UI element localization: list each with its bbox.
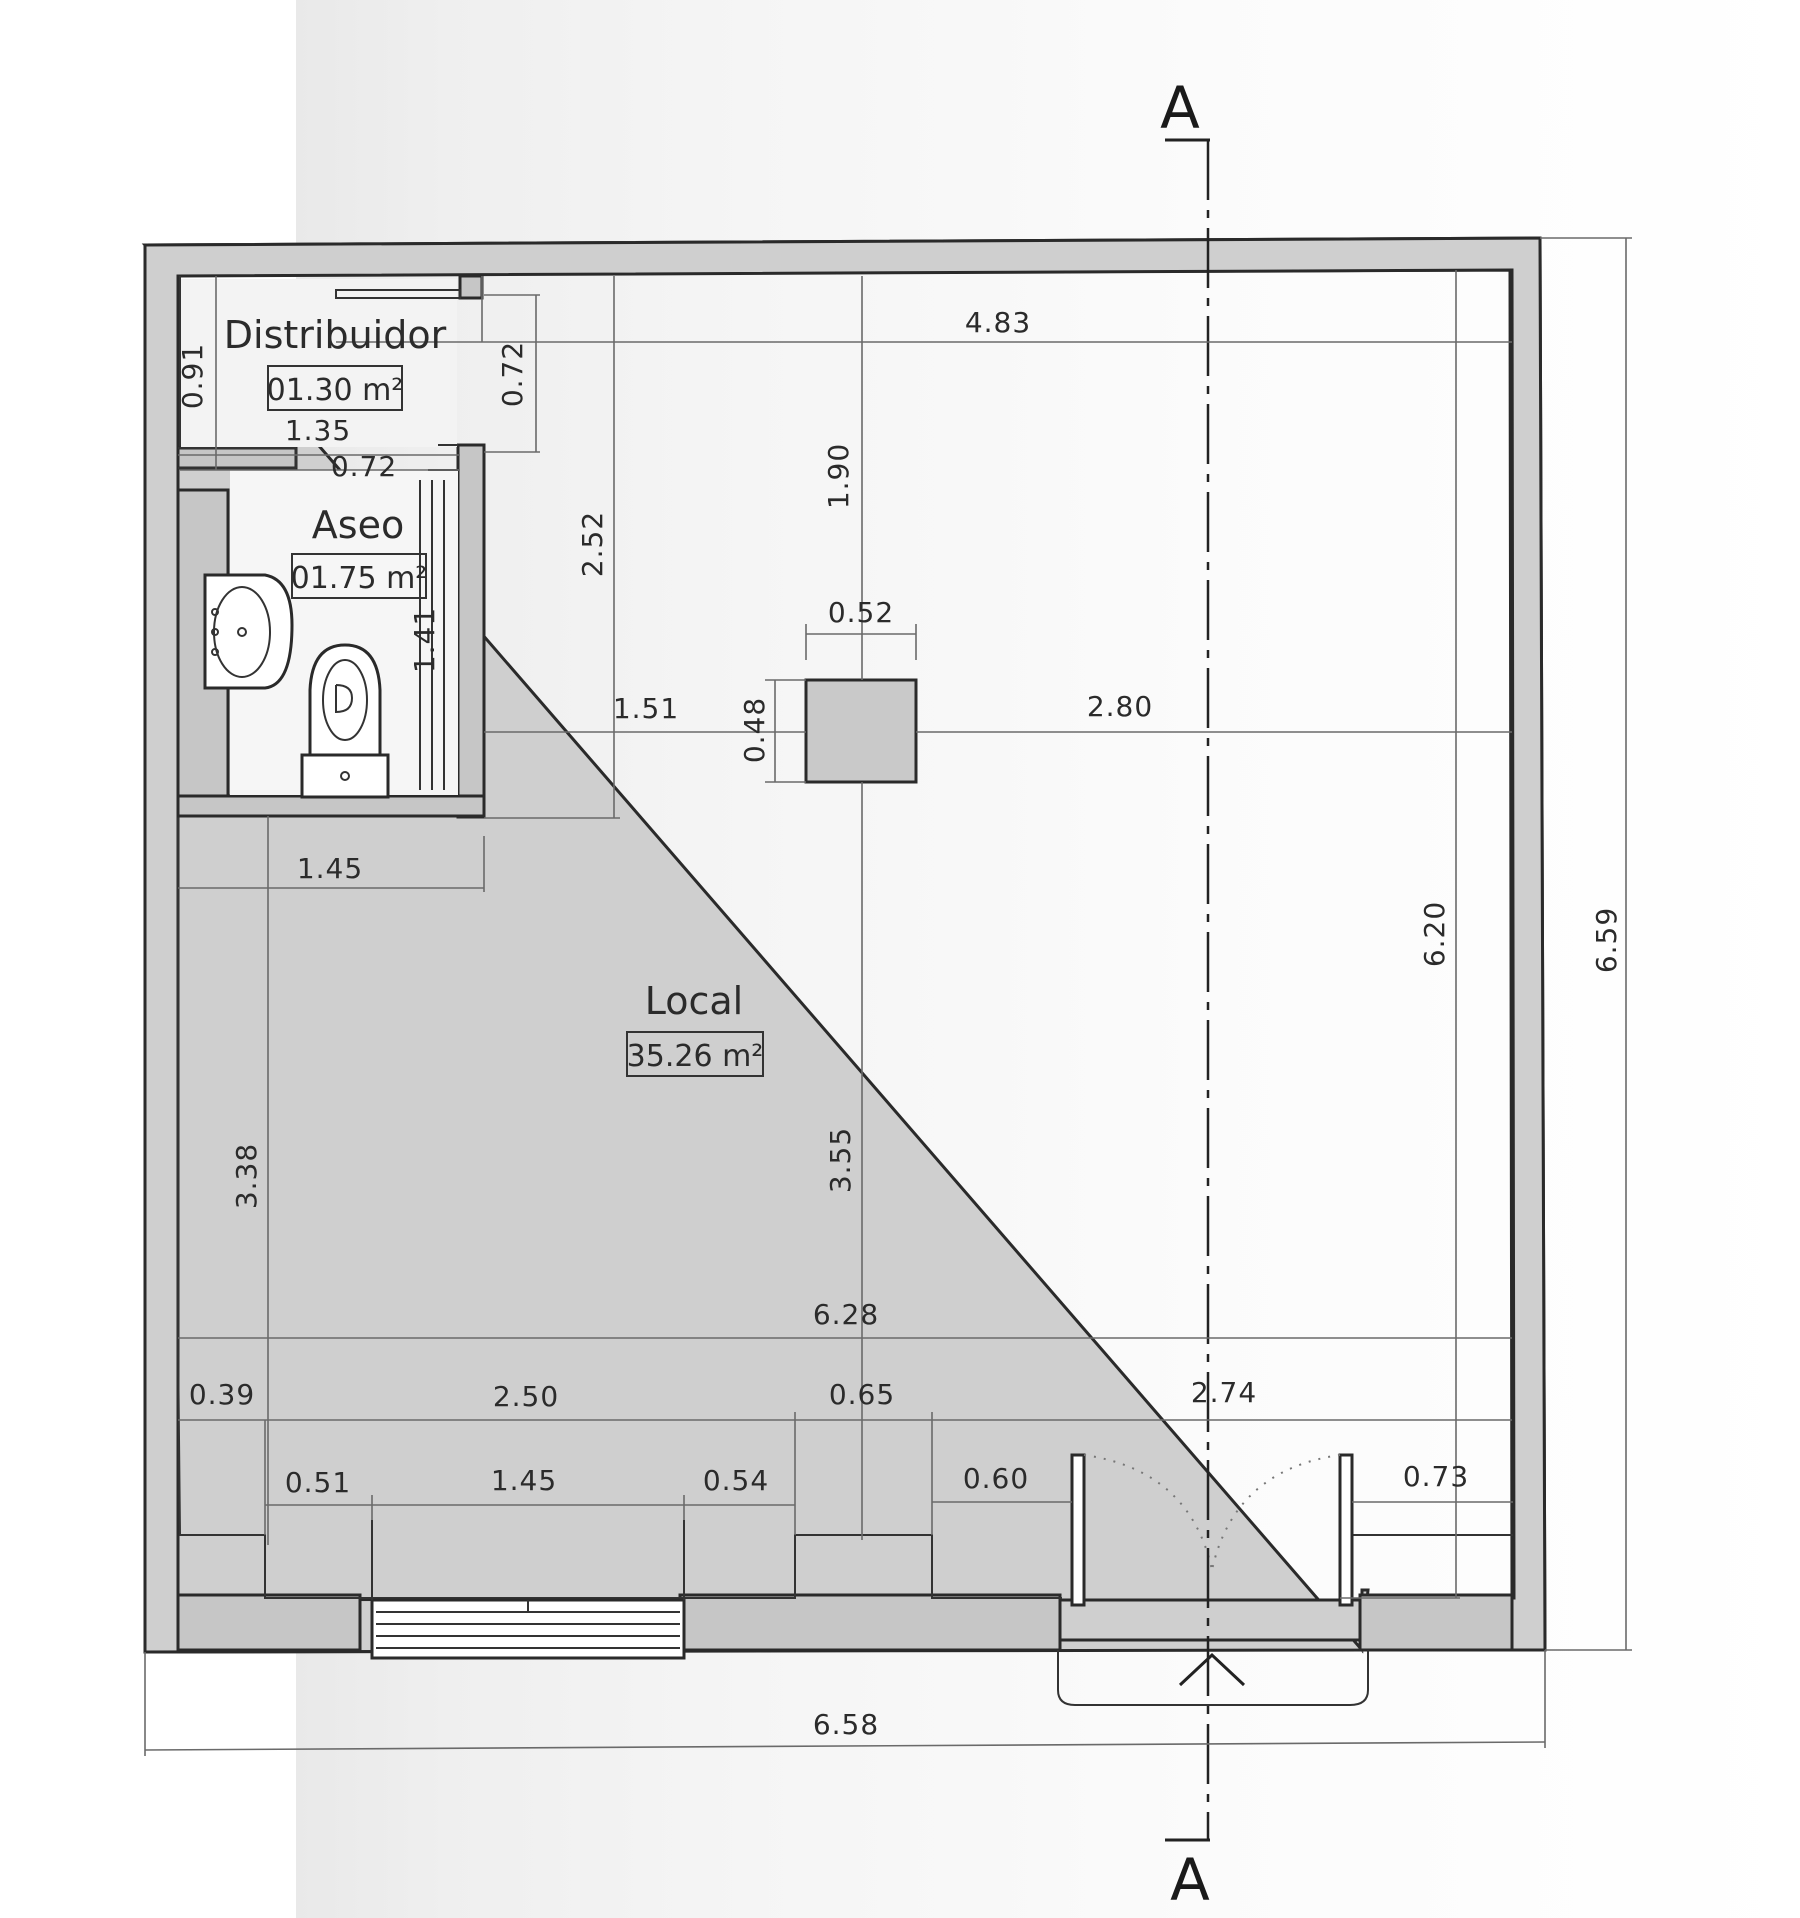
area-box-aseo	[291, 553, 427, 599]
dim-window-width: 1.45	[491, 1464, 557, 1497]
dim-inner-height: 6.20	[1418, 901, 1451, 967]
facade-wall-mid	[678, 1593, 1062, 1652]
dim-door-bay: 2.74	[1191, 1376, 1257, 1409]
door-jamb	[178, 447, 297, 469]
dim-left-height: 3.38	[230, 1143, 263, 1209]
dim-sill-left: 0.51	[285, 1466, 351, 1499]
dim-aseo-height: 1.41	[408, 607, 441, 673]
dimension-lines	[144, 237, 1632, 1756]
door-stop	[428, 444, 458, 471]
room-area-distribuidor: 01.30 m²	[267, 373, 404, 408]
section-label-bottom: A	[1170, 1846, 1210, 1914]
distribuidor-floor	[181, 279, 457, 447]
dim-door-depth: 0.72	[496, 341, 529, 407]
column	[804, 678, 918, 784]
dim-left-pier: 0.39	[189, 1378, 255, 1411]
section-label-top: A	[1160, 74, 1200, 142]
room-name-distribuidor: Distribuidor	[224, 313, 447, 357]
dim-column-right: 2.80	[1087, 690, 1153, 723]
toilet	[300, 643, 390, 799]
dim-top-width: 4.83	[965, 306, 1031, 339]
dim-inner-width: 6.28	[813, 1298, 879, 1331]
dim-column-top: 1.90	[822, 443, 855, 509]
washbasin	[203, 573, 294, 690]
dim-door-right-pier: 0.73	[1403, 1460, 1469, 1493]
dim-door-gap: 0.65	[829, 1378, 895, 1411]
distribuidor-bottom-wall	[176, 446, 298, 470]
section-line	[1165, 138, 1246, 1842]
entrance-door	[1057, 1453, 1369, 1706]
facade-wall-left	[176, 1593, 362, 1652]
dim-distribuidor-width: 1.35	[285, 414, 351, 447]
area-box-local	[626, 1031, 764, 1077]
dim-door-left-pier: 0.60	[963, 1462, 1029, 1495]
room-area-local: 35.26 m²	[627, 1039, 764, 1074]
dim-outer-height: 6.59	[1590, 907, 1623, 973]
room-name-aseo: Aseo	[312, 503, 404, 547]
facade-wall-right	[1358, 1593, 1514, 1652]
window	[370, 1520, 686, 1660]
dim-corridor-depth: 2.52	[576, 511, 609, 577]
aseo-bottom-wall	[176, 794, 486, 818]
door-leaf	[335, 289, 461, 299]
room-area-aseo: 01.75 m²	[291, 561, 428, 596]
dim-outer-width: 6.58	[813, 1708, 879, 1741]
dim-column-depth: 0.48	[738, 697, 771, 763]
dim-column-bottom: 3.55	[824, 1127, 857, 1193]
dim-column-width: 0.52	[828, 596, 894, 629]
dim-window-bay: 2.50	[493, 1380, 559, 1413]
room-name-local: Local	[645, 979, 744, 1023]
dim-distribuidor-height: 0.91	[176, 343, 209, 409]
aseo-partition-wall	[456, 443, 486, 819]
shower-lining	[419, 480, 445, 790]
dim-door-opening: 0.72	[331, 450, 397, 483]
distribuidor-right-wall	[458, 274, 484, 300]
dim-sill-right: 0.54	[703, 1464, 769, 1497]
area-box-distribuidor	[267, 365, 403, 411]
dim-column-left: 1.51	[613, 692, 679, 725]
dim-wall-segment: 1.45	[297, 852, 363, 885]
